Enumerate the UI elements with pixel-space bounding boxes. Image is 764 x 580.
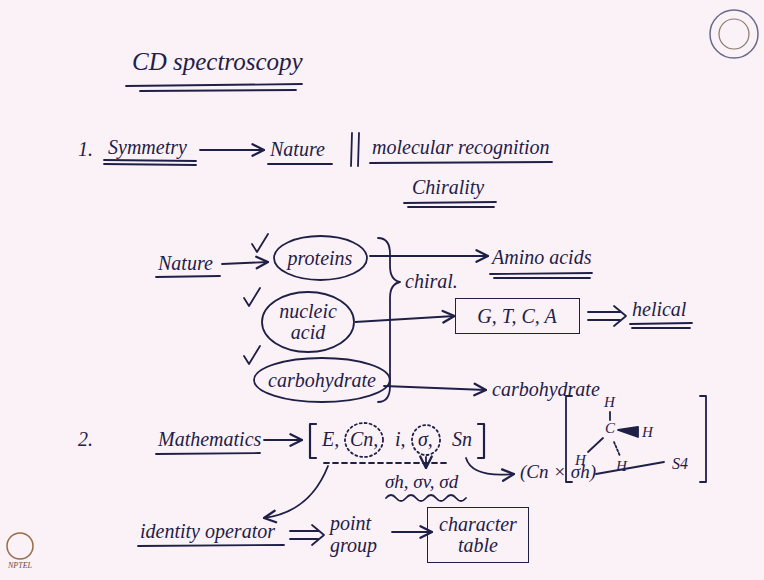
atom-label: C — [605, 420, 615, 437]
underline — [156, 453, 260, 454]
underline — [104, 160, 196, 161]
check-mark — [244, 346, 260, 364]
arrow — [384, 386, 486, 390]
right-bracket — [700, 396, 706, 482]
bond — [609, 412, 611, 420]
implies-arrow — [588, 306, 626, 326]
arrow — [222, 262, 268, 264]
note-text: helical — [632, 298, 686, 320]
underline — [104, 164, 196, 165]
atom-label: H — [616, 458, 627, 475]
wedge-bond — [618, 427, 638, 437]
node-text: proteins — [288, 248, 353, 269]
arrow — [264, 466, 328, 518]
underline — [268, 163, 332, 165]
note-text: Mathematics — [158, 428, 261, 450]
note-text: Cn, — [350, 428, 378, 450]
wavy-underline — [386, 495, 466, 501]
node-text: G, T, C, A — [477, 306, 556, 327]
underline — [156, 276, 220, 277]
note-text: Nature — [270, 138, 325, 160]
page-title: CD spectroscopy — [132, 48, 303, 76]
implies-arrow — [290, 525, 324, 545]
note-text: carbohydrate — [492, 378, 600, 400]
double-underline — [490, 273, 592, 278]
ellipse-outline — [274, 236, 367, 280]
dashed-underline — [324, 462, 450, 464]
note-text: Sn — [452, 428, 472, 450]
ellipse-outline — [262, 292, 354, 352]
left-bracket — [310, 424, 316, 458]
institute-logo — [710, 10, 758, 58]
circled-term: nucleic acid — [261, 291, 355, 353]
note-text: 2. — [78, 428, 93, 450]
ellipse-outline — [254, 358, 390, 402]
nptel-logo — [7, 533, 33, 559]
atom-label: H — [642, 424, 653, 441]
atom-label: H — [604, 394, 615, 411]
bond — [588, 438, 603, 452]
connector-arrow — [355, 316, 455, 322]
double-underline — [630, 323, 692, 328]
title-underline — [126, 84, 302, 86]
note-text: identity operator — [140, 520, 275, 542]
arrow — [392, 531, 432, 533]
atom-label: H — [575, 452, 586, 469]
note-text: Nature — [158, 252, 213, 274]
arrow — [264, 439, 302, 441]
note-text: σh, σv, σd — [385, 472, 458, 493]
note-text: i, — [395, 428, 406, 450]
note-text: Symmetry — [108, 136, 187, 158]
boxed-term: G, T, C, A — [455, 298, 580, 334]
axis-line — [596, 462, 664, 474]
arrow — [466, 458, 514, 475]
note-text: molecular recognition — [372, 136, 550, 158]
note-text: chiral. — [405, 270, 458, 292]
double-underline — [404, 202, 496, 207]
note-text: Chirality — [412, 176, 484, 198]
note-text: point group — [330, 512, 392, 556]
note-text: E, — [322, 428, 339, 450]
underline — [138, 545, 284, 546]
atom-label: S4 — [672, 455, 688, 473]
hashed-bond — [614, 442, 620, 456]
underline — [370, 162, 552, 163]
circled-term: proteins — [273, 235, 368, 281]
note-text: σ, — [418, 428, 433, 450]
parallel-bars — [351, 133, 359, 166]
right-bracket — [478, 424, 484, 458]
dotted-circle — [345, 423, 383, 457]
arrow — [200, 149, 264, 151]
note-text: NPTEL — [8, 562, 32, 571]
node-text: carbohydrate — [268, 370, 376, 391]
arrow — [425, 457, 427, 468]
node-text: character table — [435, 514, 521, 556]
check-mark — [252, 234, 268, 252]
node-text: nucleic acid — [276, 301, 340, 343]
note-text: 1. — [78, 138, 93, 160]
arrow — [370, 255, 488, 257]
circled-term: carbohydrate — [253, 357, 391, 403]
boxed-term: character table — [427, 507, 529, 563]
title-underline — [140, 90, 296, 91]
check-mark — [244, 288, 260, 306]
institute-logo-inner — [719, 19, 749, 49]
dotted-circle — [412, 425, 440, 455]
note-text: Amino acids — [492, 246, 591, 268]
